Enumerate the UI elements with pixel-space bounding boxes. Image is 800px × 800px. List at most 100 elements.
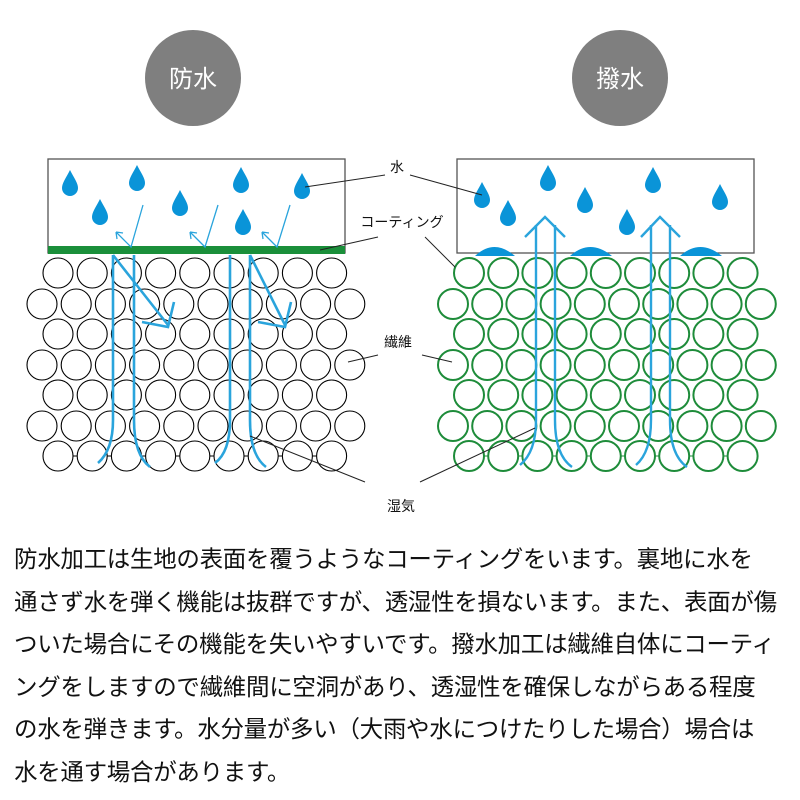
fiber xyxy=(453,440,485,472)
fiber xyxy=(179,257,211,289)
fiber xyxy=(300,410,332,442)
fiber xyxy=(608,349,640,381)
water-label: 水 xyxy=(390,160,404,176)
fiber xyxy=(281,440,313,472)
fiber xyxy=(471,349,504,381)
fiber xyxy=(505,410,538,442)
description-line: ついた場合にその機能を失いやすいです。撥水加工は繊維自体にコーティ xyxy=(14,630,775,658)
fiber xyxy=(658,257,691,289)
fiber xyxy=(76,440,108,472)
fiber xyxy=(505,288,538,320)
fiber xyxy=(110,318,142,350)
water-drop-icon xyxy=(619,209,635,235)
water-repellent-badge xyxy=(572,30,668,126)
water-drop-icon xyxy=(92,199,108,225)
fiber xyxy=(589,379,622,411)
fiber xyxy=(197,349,229,381)
description-paragraph: 防水加工は生地の表面を覆うようなコーティングをいます。裏地に水を 通さず水を弾く… xyxy=(14,538,794,793)
fiber xyxy=(334,349,366,381)
water-drop-icon xyxy=(172,190,188,216)
fiber xyxy=(437,288,469,320)
fiber xyxy=(316,440,348,472)
coated-fiber-layer xyxy=(437,257,777,472)
fiber xyxy=(76,257,108,289)
fiber xyxy=(197,288,229,320)
fiber xyxy=(453,257,485,289)
fiber xyxy=(487,440,520,472)
fiber xyxy=(26,410,58,442)
fiber xyxy=(60,349,92,381)
waterproof-panel xyxy=(26,158,366,472)
waterproof-badge xyxy=(145,30,241,126)
fiber xyxy=(231,349,263,381)
fiber-layer xyxy=(26,257,366,472)
fiber xyxy=(573,410,606,442)
water-drop-icon xyxy=(645,167,661,193)
fiber xyxy=(624,379,656,411)
fiber xyxy=(300,349,332,381)
fiber xyxy=(281,379,313,411)
fiber xyxy=(265,349,297,381)
fiber xyxy=(110,379,142,411)
description-line: 通さず水を弾く機能は抜群ですが、透湿性を損ないます。また、表面が傷 xyxy=(14,587,777,616)
fiber xyxy=(42,379,74,411)
fiber xyxy=(521,440,554,472)
passing-moisture-arrows xyxy=(519,215,688,468)
fiber xyxy=(334,288,366,320)
fiber xyxy=(573,349,606,381)
fiber xyxy=(624,257,656,289)
fiber xyxy=(726,379,759,411)
fiber xyxy=(163,288,195,320)
fiber xyxy=(179,379,211,411)
fiber xyxy=(453,379,485,411)
fiber xyxy=(487,257,520,289)
fiber xyxy=(710,288,743,320)
fiber xyxy=(179,440,211,472)
fiber xyxy=(26,349,58,381)
fiber xyxy=(316,257,348,289)
leader-lines xyxy=(249,174,536,483)
fiber xyxy=(589,318,622,350)
fiber xyxy=(129,288,161,320)
fiber xyxy=(676,288,709,320)
water-drop-icon xyxy=(62,170,78,196)
fiber xyxy=(281,257,313,289)
description-line: の水を弾きます。水分量が多い（大雨や水につけたりした場合）場合は xyxy=(14,715,755,743)
water-drop-icon xyxy=(577,187,593,213)
fiber xyxy=(265,288,297,320)
water-drop-icon xyxy=(294,173,310,199)
fiber xyxy=(608,288,640,320)
fiber xyxy=(676,410,709,442)
fiber xyxy=(145,379,177,411)
fiber xyxy=(573,288,606,320)
fiber xyxy=(658,379,691,411)
fiber xyxy=(521,318,554,350)
fiber xyxy=(163,349,195,381)
fiber xyxy=(437,410,469,442)
description-line: 水を通す場合があります。 xyxy=(14,757,291,786)
fiber xyxy=(145,440,177,472)
fiber xyxy=(608,410,640,442)
fiber xyxy=(642,288,675,320)
fiber-label: 繊維 xyxy=(384,335,412,351)
coating-label: コーティング xyxy=(360,215,443,231)
fiber xyxy=(60,288,92,320)
fiber xyxy=(471,410,504,442)
water-area xyxy=(456,158,755,254)
water-drop-icon xyxy=(235,209,251,235)
fiber xyxy=(624,318,656,350)
fiber xyxy=(726,318,759,350)
waterproof-vs-water-repellent-diagram: 防水 撥水 xyxy=(26,30,777,515)
water-drop-icon xyxy=(712,184,728,210)
fiber xyxy=(589,257,622,289)
fiber xyxy=(555,318,588,350)
fiber xyxy=(42,257,74,289)
fiber xyxy=(726,257,759,289)
fiber xyxy=(60,410,92,442)
fiber xyxy=(692,318,725,350)
beaded-water xyxy=(475,247,722,256)
coating-layer xyxy=(48,246,345,254)
fiber xyxy=(265,410,297,442)
fiber xyxy=(247,379,279,411)
fiber xyxy=(281,318,313,350)
